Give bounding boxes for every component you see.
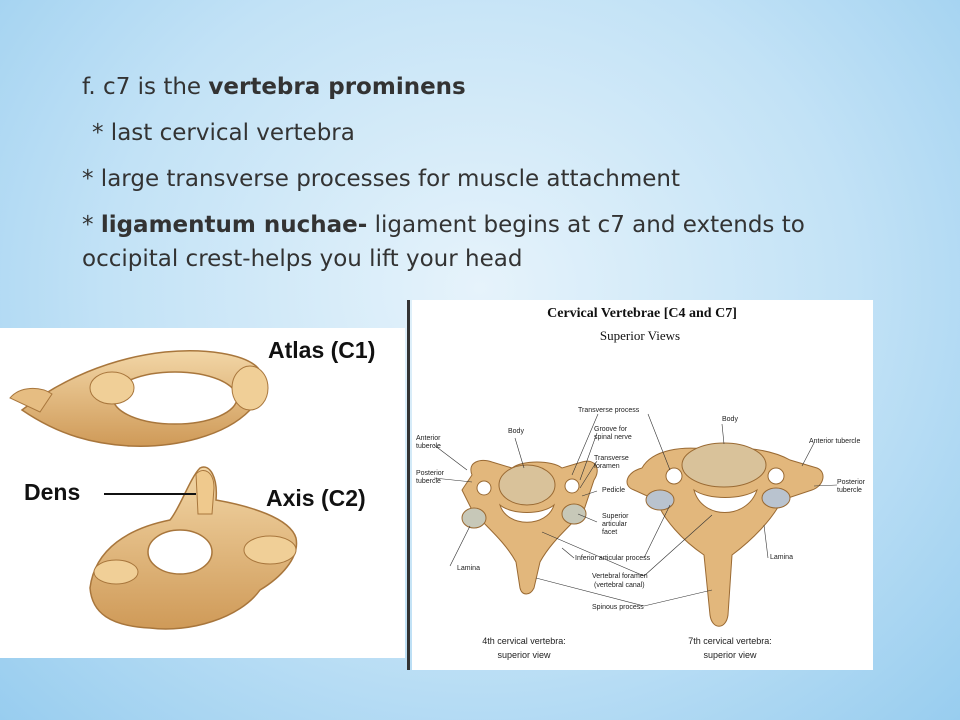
label-inferior-articular-process: Inferior articular process: [575, 555, 651, 562]
caption-c4-2: superior view: [497, 650, 551, 660]
label-lamina-c7: Lamina: [770, 554, 793, 561]
label-lamina-c4: Lamina: [457, 565, 480, 572]
line-ligamentum-nuchae: * ligamentum nuchae- ligament begins at …: [82, 208, 922, 242]
atlas-axis-illustration: Atlas (C1) Dens Axis (C2): [9, 337, 375, 630]
label-transverse-process: Transverse process: [578, 407, 640, 414]
label-body-c4: Body: [508, 428, 524, 435]
bullet-text: f. c7 is the vertebra prominens * last c…: [82, 70, 922, 288]
c7-vertebra: [626, 442, 824, 627]
label-posterior-tubercle-c7-1: Posterior: [837, 479, 866, 486]
atlas-label: Atlas (C1): [268, 337, 375, 363]
figure-subtitle: Superior Views: [600, 328, 680, 343]
label-posterior-tubercle-c4-2: tubercle: [416, 478, 441, 485]
figure-title: Cervical Vertebrae [C4 and C7]: [547, 306, 737, 321]
label-anterior-tubercle-c4-1: Anterior: [416, 435, 441, 442]
label-transverse-foramen-1: Transverse: [594, 455, 629, 462]
label-body-c7: Body: [722, 416, 738, 423]
line4-prefix: *: [82, 212, 101, 238]
label-anterior-tubercle-c7: Anterior tubercle: [809, 438, 860, 445]
line-last-cervical: * last cervical vertebra: [92, 120, 355, 146]
line-occipital-crest: occipital crest-helps you lift your head: [82, 246, 523, 272]
line-vertebra-prominens: f. c7 is the vertebra prominens: [82, 70, 922, 104]
label-anterior-tubercle-c4-2: tubercle: [416, 443, 441, 450]
label-posterior-tubercle-c7-2: tubercle: [837, 487, 862, 494]
label-superior-facet-3: facet: [602, 529, 617, 536]
label-pedicle: Pedicle: [602, 487, 625, 494]
atlas-axis-figure: Atlas (C1) Dens Axis (C2): [0, 328, 405, 658]
dens-label: Dens: [24, 479, 80, 505]
c4-c7-illustration: Cervical Vertebrae [C4 and C7] Superior …: [416, 306, 866, 660]
caption-c4-1: 4th cervical vertebra:: [482, 636, 566, 646]
label-vertebral-foramen-2: (vertebral canal): [594, 582, 645, 589]
caption-c7-2: superior view: [703, 650, 757, 660]
axis-vertebra: [89, 466, 298, 630]
label-posterior-tubercle-c4-1: Posterior: [416, 470, 445, 477]
label-groove-1: Groove for: [594, 426, 628, 433]
leader-lines: [433, 413, 838, 607]
line4-rest: ligament begins at c7 and extends to: [367, 212, 805, 238]
line1-prefix: f. c7 is the: [82, 74, 209, 100]
line-transverse-processes: * large transverse processes for muscle …: [82, 166, 681, 192]
label-transverse-foramen-2: foramen: [594, 463, 620, 470]
label-superior-facet-1: Superior: [602, 513, 629, 520]
label-spinous-process: Spinous process: [592, 604, 644, 611]
axis-label: Axis (C2): [266, 485, 366, 511]
label-vertebral-foramen-1: Vertebral foramen: [592, 573, 648, 580]
figure-divider: [407, 300, 410, 670]
label-superior-facet-2: articular: [602, 521, 628, 528]
label-groove-2: spinal nerve: [594, 434, 632, 441]
line4-bold: ligamentum nuchae-: [100, 212, 368, 238]
caption-c7-1: 7th cervical vertebra:: [688, 636, 772, 646]
c4-vertebra: [461, 460, 598, 595]
line1-bold: vertebra prominens: [208, 74, 466, 100]
atlas-vertebra: [9, 350, 269, 447]
cervical-vertebrae-figure: Cervical Vertebrae [C4 and C7] Superior …: [412, 300, 873, 670]
